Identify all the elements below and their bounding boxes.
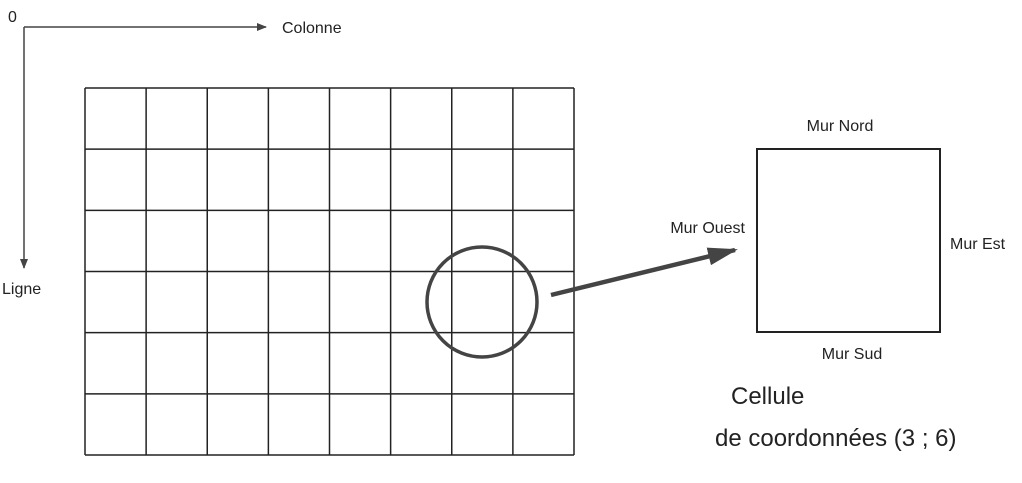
- cell-square: [756, 148, 941, 333]
- wall-north-label: Mur Nord: [807, 118, 874, 135]
- column-axis-label: Colonne: [282, 20, 342, 37]
- pointer-arrow: [550, 247, 738, 298]
- cell-caption-line1: Cellule: [731, 383, 804, 410]
- origin-label: 0: [8, 9, 17, 26]
- wall-east-label: Mur Est: [950, 236, 1006, 253]
- axes: 0 Colonne Ligne: [2, 9, 342, 298]
- wall-west-label: Mur Ouest: [670, 220, 745, 237]
- wall-south-label: Mur Sud: [822, 346, 882, 363]
- maze-grid: [84, 87, 575, 456]
- cell-caption-line2: de coordonnées (3 ; 6): [715, 425, 957, 452]
- enlarged-cell: Mur Nord Mur Sud Mur Est Mur Ouest Cellu…: [670, 118, 1005, 452]
- highlight-circle: [425, 245, 539, 359]
- row-axis-label: Ligne: [2, 281, 41, 298]
